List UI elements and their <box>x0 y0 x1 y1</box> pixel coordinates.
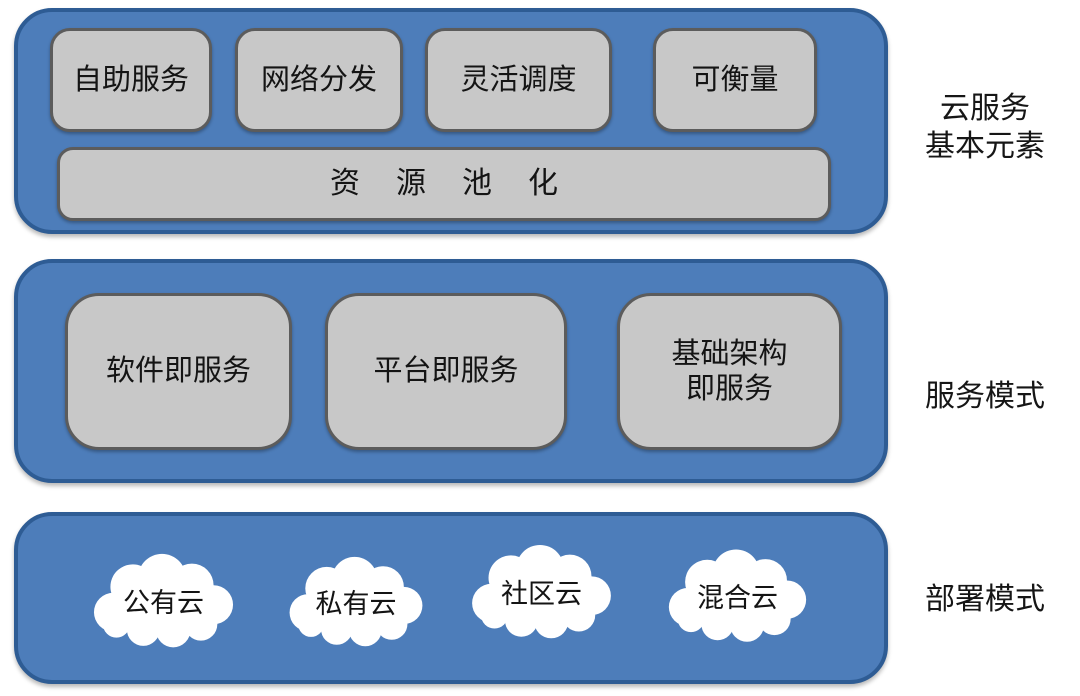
feature-box-label: 灵活调度 <box>460 63 577 96</box>
feature-box-measurable: 可衡量 <box>653 28 817 132</box>
deployment-cloud-private: 私有云 <box>281 552 431 649</box>
service-box-saas: 软件即服务 <box>65 293 292 450</box>
cloud-label: 混合云 <box>697 583 778 613</box>
label-deployment-models: 部署模式 <box>925 583 1045 616</box>
section-service-models: 软件即服务 平台即服务 基础架构 即服务 <box>14 259 888 483</box>
feature-box-label: 可衡量 <box>691 63 779 96</box>
cloud-label: 社区云 <box>501 579 582 609</box>
feature-box-network-distribution: 网络分发 <box>235 28 403 132</box>
feature-box-self-service: 自助服务 <box>50 28 212 132</box>
deployment-cloud-community: 社区云 <box>463 542 620 639</box>
label-cloud-service-basic-elements: 云服务 基本元素 <box>925 92 1045 163</box>
section-cloud-service-basic-elements: 自助服务 网络分发 灵活调度 可衡量 资源池化 <box>14 8 888 234</box>
service-box-label: 基础架构 即服务 <box>671 337 788 405</box>
feature-box-flexible-scheduling: 灵活调度 <box>425 28 612 132</box>
label-service-models: 服务模式 <box>925 380 1045 413</box>
cloud-label: 私有云 <box>315 589 397 619</box>
service-box-label: 软件即服务 <box>105 355 251 388</box>
section-deployment-models: 公有云 私有云 社区云 混合云 <box>14 512 888 684</box>
feature-box-resource-pooling: 资源池化 <box>57 147 831 221</box>
feature-box-label: 资源池化 <box>330 167 594 200</box>
deployment-cloud-hybrid: 混合云 <box>660 546 815 643</box>
feature-box-label: 自助服务 <box>72 63 189 96</box>
service-box-iaas: 基础架构 即服务 <box>617 293 842 450</box>
feature-box-label: 网络分发 <box>260 63 377 96</box>
service-box-label: 平台即服务 <box>373 355 519 388</box>
deployment-cloud-public: 公有云 <box>85 550 242 649</box>
cloud-label: 公有云 <box>123 588 204 618</box>
service-box-paas: 平台即服务 <box>325 293 567 450</box>
